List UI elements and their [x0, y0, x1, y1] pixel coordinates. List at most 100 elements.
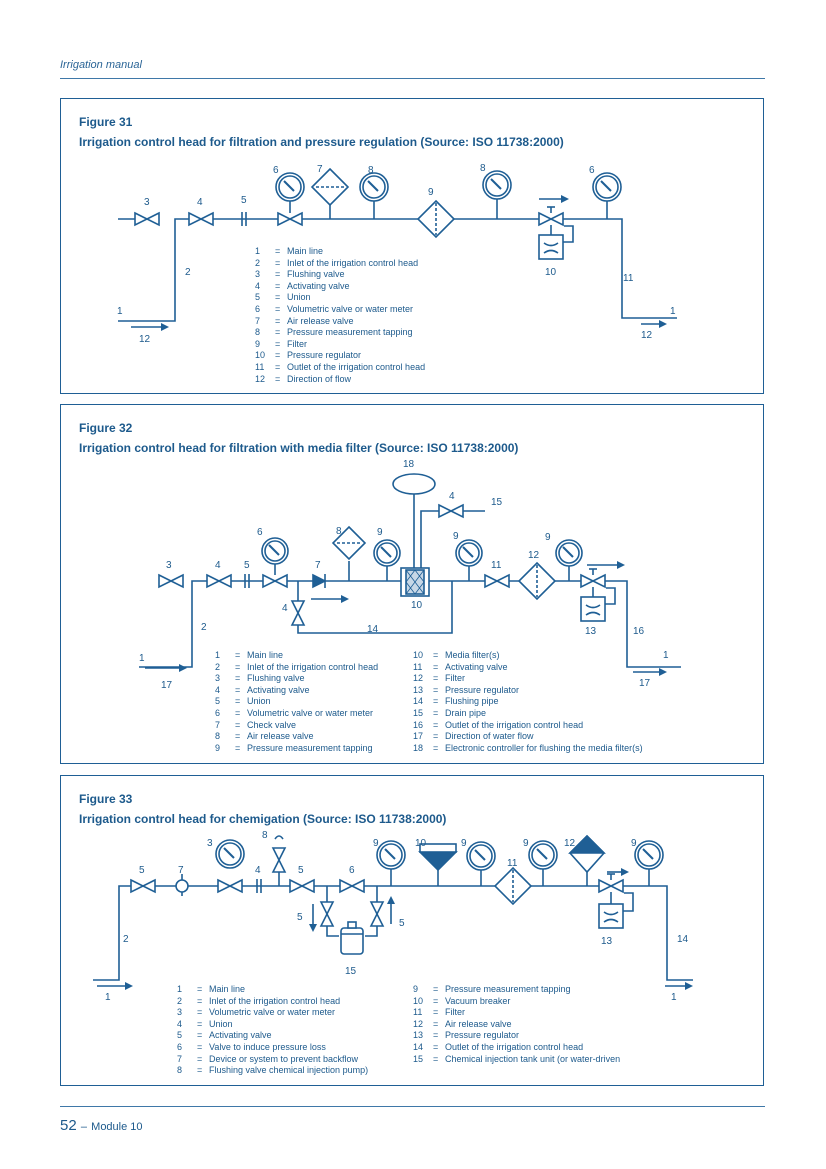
header-rule [60, 78, 765, 79]
union-icon [256, 879, 262, 893]
injection-valve-right-icon [369, 901, 385, 927]
label-inlet: 2 [185, 267, 191, 278]
legend-text: Electronic controller for flushing the m… [445, 742, 643, 753]
legend-number: 4 [215, 684, 221, 695]
legend-equals: = [433, 995, 439, 1006]
legend-text: Volumetric valve or water meter [247, 707, 374, 718]
legend-equals: = [275, 292, 281, 303]
legend-number: 10 [413, 995, 424, 1006]
label-union: 4 [255, 865, 261, 876]
main-line [93, 885, 693, 981]
label-flow: 17 [161, 680, 173, 691]
label-main-line: 1 [117, 306, 123, 317]
label-activating-valve: 11 [491, 560, 502, 571]
label-meter: 6 [257, 527, 263, 538]
label-outlet: 11 [623, 273, 634, 284]
legend-item: 9=Pressure measurement tapping [413, 984, 620, 996]
legend-item: 8=Air release valve [215, 731, 378, 743]
legend-number: 8 [255, 327, 261, 338]
label-activating-valve: 4 [282, 603, 288, 614]
label-regulator: 13 [585, 626, 597, 637]
legend-equals: = [197, 1041, 203, 1052]
label-main-line: 1 [670, 306, 676, 317]
figure-number: Figure 33 [79, 792, 133, 806]
legend-text: Pressure measurement tapping [445, 984, 571, 994]
label-activating-valve: 5 [297, 912, 303, 923]
flushing-valve-4-icon [290, 600, 306, 626]
legend-text: Union [209, 1018, 233, 1029]
legend-number: 5 [177, 1030, 183, 1041]
label-inlet: 2 [201, 622, 207, 633]
label-activating-valve: 4 [197, 197, 203, 208]
label-meter: 3 [207, 838, 213, 849]
legend-number: 15 [413, 1053, 424, 1064]
legend-item: 10=Vacuum breaker [413, 996, 620, 1008]
legend-number: 10 [413, 650, 424, 660]
legend-item: 12=Direction of flow [255, 374, 425, 386]
main-line-in [118, 218, 544, 322]
legend-number: 1 [215, 650, 221, 660]
legend-text: Inlet of the irrigation control head [247, 661, 379, 672]
legend-number: 2 [177, 995, 183, 1006]
legend-text: Outlet of the irrigation control head [445, 1041, 584, 1052]
legend-number: 15 [413, 707, 424, 718]
label-filter: 9 [428, 187, 434, 198]
label-pressure-tapping: 9 [373, 838, 379, 849]
label-pressure-tapping: 9 [461, 838, 467, 849]
legend-text: Union [247, 696, 271, 707]
legend-item: 1=Main line [215, 650, 378, 662]
legend-number: 9 [215, 742, 221, 753]
legend-equals: = [433, 731, 439, 742]
legend-equals: = [197, 1065, 203, 1076]
legend-text: Outlet of the irrigation control head [445, 719, 584, 730]
legend-item: 5=Activating valve [177, 1030, 368, 1042]
legend-text: Inlet of the irrigation control head [209, 995, 341, 1006]
legend-number: 2 [255, 257, 261, 268]
figure-33: Figure 33 Irrigation control head for ch… [60, 775, 764, 1086]
legend-number: 12 [413, 1018, 424, 1029]
legend-equals: = [433, 1030, 439, 1041]
activating-valve-icon [289, 878, 315, 894]
legend-item: 10=Pressure regulator [255, 350, 425, 362]
legend-item: 12=Filter [413, 673, 643, 685]
legend-number: 14 [413, 696, 424, 707]
meter-valve-icon [262, 573, 288, 589]
label-flushing-valve: 3 [144, 197, 150, 208]
legend-item: 2=Inlet of the irrigation control head [177, 996, 368, 1008]
label-main-line: 1 [663, 650, 669, 661]
legend-item: 4=Activating valve [215, 685, 378, 697]
label-union: 5 [244, 560, 250, 571]
legend-item: 1=Main line [177, 984, 368, 996]
legend-text: Pressure regulator [287, 350, 362, 361]
label-pressure-tapping: 9 [545, 532, 551, 543]
legend-equals: = [197, 1018, 203, 1029]
label-media-filter: 10 [411, 600, 423, 611]
label-pressure-tapping: 9 [631, 838, 637, 849]
label-filter: 12 [528, 550, 540, 561]
legend-equals: = [275, 315, 281, 326]
legend-item: 3=Flushing valve [255, 269, 425, 281]
vacuum-breaker-icon [418, 851, 458, 872]
injection-valve-left-icon [319, 901, 335, 927]
legend-text: Main line [209, 984, 246, 994]
label-flow: 17 [639, 678, 651, 689]
legend-number: 9 [413, 984, 419, 994]
legend-item: 5=Union [255, 292, 425, 304]
legend-number: 10 [255, 350, 266, 361]
meter-valve-icon [277, 211, 303, 227]
legend-text: Filter [445, 1007, 465, 1018]
legend-equals: = [433, 707, 439, 718]
legend-equals: = [275, 338, 281, 349]
legend-number: 12 [255, 373, 266, 384]
legend-equals: = [275, 361, 281, 372]
legend-text: Chemical injection tank unit (or water-d… [445, 1053, 621, 1064]
pressure-regulator-icon [538, 234, 564, 260]
legend-item: 6=Volumetric valve or water meter [255, 304, 425, 316]
legend-item: 14=Flushing pipe [413, 696, 643, 708]
legend-number: 7 [255, 315, 261, 326]
legend-text: Air release valve [287, 315, 354, 326]
label-controller: 18 [403, 459, 415, 470]
legend-equals: = [235, 742, 241, 753]
